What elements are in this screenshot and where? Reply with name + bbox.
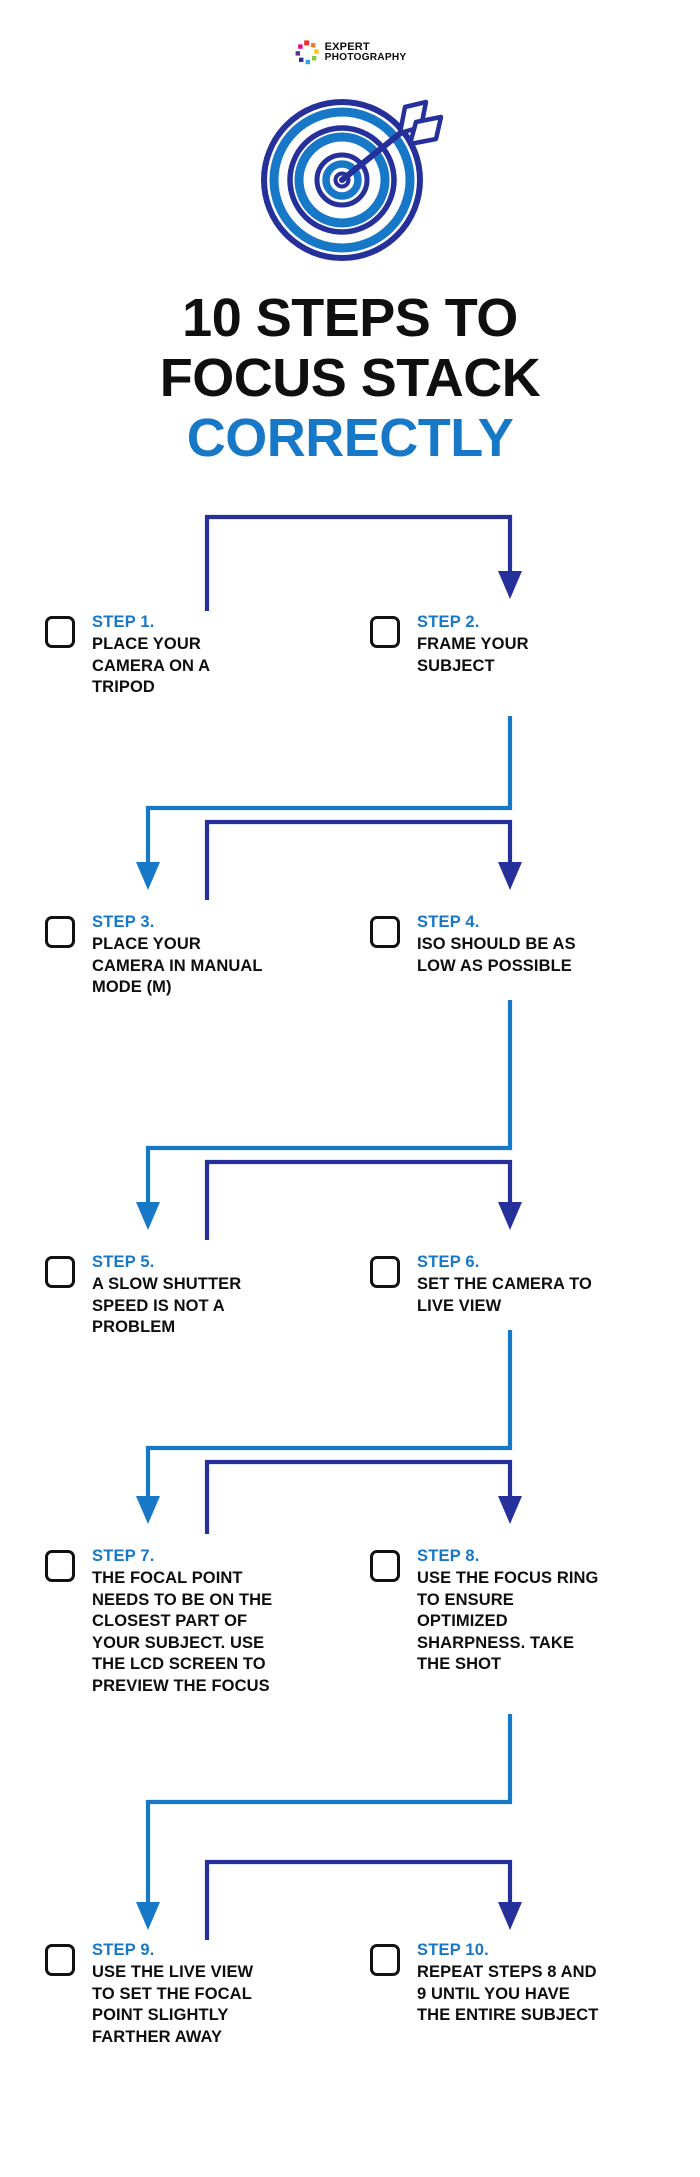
brand-logo: EXPERT PHOTOGRAPHY	[0, 40, 700, 66]
step-text-5: A SLOW SHUTTER SPEED IS NOT A PROBLEM	[92, 1275, 242, 1336]
connector-7-to-8	[204, 1459, 522, 1534]
step-checkbox-2[interactable]	[370, 616, 400, 648]
step-label-6: STEP 6.	[417, 1253, 480, 1271]
step-label-2: STEP 2.	[417, 613, 480, 631]
step-card-6[interactable]: STEP 6. SET THE CAMERA TO LIVE VIEW	[370, 1252, 600, 1317]
step-card-9[interactable]: STEP 9. USE THE LIVE VIEW TO SET THE FOC…	[45, 1940, 275, 2048]
brand-name-line1: EXPERT	[324, 41, 370, 54]
title-line-3: CORRECTLY	[186, 408, 514, 468]
step-label-4: STEP 4.	[417, 913, 480, 931]
step-card-10[interactable]: STEP 10. REPEAT STEPS 8 AND 9 UNTIL YOU …	[370, 1940, 600, 2027]
step-card-7[interactable]: STEP 7. THE FOCAL POINT NEEDS TO BE ON T…	[45, 1546, 275, 1697]
step-card-5[interactable]: STEP 5. A SLOW SHUTTER SPEED IS NOT A PR…	[45, 1252, 275, 1339]
step-text-8: USE THE FOCUS RING TO ENSURE OPTIMIZED S…	[417, 1569, 599, 1673]
step-text-1: PLACE YOUR CAMERA ON A TRIPOD	[92, 635, 210, 696]
step-label-9: STEP 9.	[92, 1941, 155, 1959]
target-bullseye-with-arrow-icon	[261, 99, 444, 261]
step-text-7: THE FOCAL POINT NEEDS TO BE ON THE CLOSE…	[92, 1569, 273, 1695]
step-card-1[interactable]: STEP 1. PLACE YOUR CAMERA ON A TRIPOD	[45, 612, 275, 699]
connector-8-to-9	[136, 1714, 513, 1930]
step-card-8[interactable]: STEP 8. USE THE FOCUS RING TO ENSURE OPT…	[370, 1546, 600, 1676]
step-checkbox-1[interactable]	[45, 616, 75, 648]
title-line-2: FOCUS STACK	[159, 348, 541, 408]
step-label-3: STEP 3.	[92, 913, 155, 931]
connector-2-to-3	[136, 716, 513, 890]
connector-5-to-6	[204, 1159, 522, 1240]
step-label-10: STEP 10.	[417, 1941, 489, 1959]
step-checkbox-6[interactable]	[370, 1256, 400, 1288]
step-label-8: STEP 8.	[417, 1547, 480, 1565]
brand-name-line2: PHOTOGRAPHY	[324, 52, 407, 64]
step-label-5: STEP 5.	[92, 1253, 155, 1271]
title-line-1: 10 STEPS TO	[182, 288, 518, 348]
step-text-3: PLACE YOUR CAMERA IN MANUAL MODE (M)	[92, 935, 263, 996]
step-label-7: STEP 7.	[92, 1547, 155, 1565]
step-checkbox-8[interactable]	[370, 1550, 400, 1582]
connector-6-to-7	[136, 1330, 513, 1524]
step-checkbox-10[interactable]	[370, 1944, 400, 1976]
connector-1-to-2	[204, 514, 522, 611]
step-text-2: FRAME YOUR SUBJECT	[417, 635, 529, 675]
step-checkbox-9[interactable]	[45, 1944, 75, 1976]
step-text-9: USE THE LIVE VIEW TO SET THE FOCAL POINT…	[92, 1963, 254, 2046]
step-card-4[interactable]: STEP 4. ISO SHOULD BE AS LOW AS POSSIBLE	[370, 912, 600, 977]
step-checkbox-5[interactable]	[45, 1256, 75, 1288]
step-text-10: REPEAT STEPS 8 AND 9 UNTIL YOU HAVE THE …	[417, 1963, 599, 2024]
page-title: 10 STEPS TO FOCUS STACK CORRECTLY	[0, 288, 700, 468]
step-card-3[interactable]: STEP 3. PLACE YOUR CAMERA IN MANUAL MODE…	[45, 912, 275, 999]
hero-icon-container	[0, 86, 700, 268]
step-card-2[interactable]: STEP 2. FRAME YOUR SUBJECT	[370, 612, 600, 677]
connector-4-to-5	[136, 1000, 513, 1230]
step-text-4: ISO SHOULD BE AS LOW AS POSSIBLE	[417, 935, 576, 975]
step-text-6: SET THE CAMERA TO LIVE VIEW	[417, 1275, 592, 1315]
connector-9-to-10	[204, 1859, 522, 1940]
step-checkbox-3[interactable]	[45, 916, 75, 948]
step-checkbox-4[interactable]	[370, 916, 400, 948]
step-checkbox-7[interactable]	[45, 1550, 75, 1582]
connector-3-to-4	[204, 819, 522, 900]
colorful-dots-circle-icon	[294, 40, 320, 66]
step-label-1: STEP 1.	[92, 613, 155, 631]
